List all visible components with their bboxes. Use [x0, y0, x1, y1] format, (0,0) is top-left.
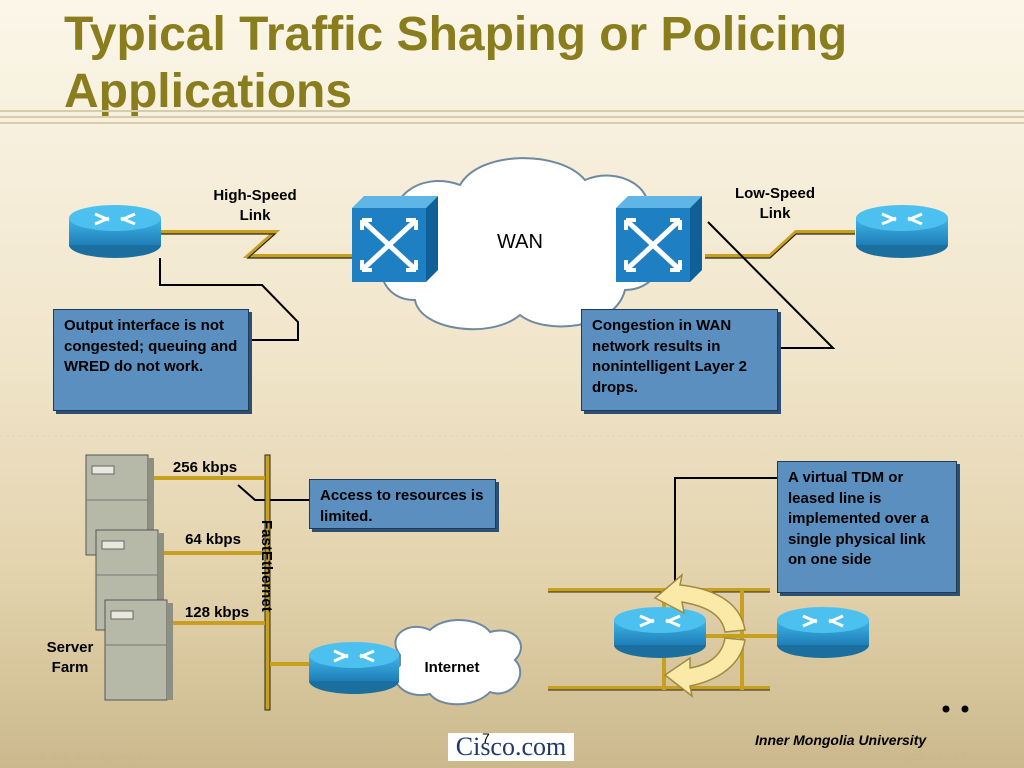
note-virtual-tdm: A virtual TDM or leased line is implemen…	[777, 461, 957, 593]
wan-switch-left[interactable]	[352, 196, 438, 282]
university-name: Inner Mongolia University	[755, 732, 927, 748]
fastethernet-label: FastEthernet	[258, 520, 275, 612]
speed-64-label: 64 kbps	[185, 531, 241, 548]
curved-arrow-up-icon	[653, 573, 746, 633]
low-speed-link-line	[705, 230, 855, 258]
callout-line	[159, 221, 836, 585]
router-right[interactable]	[856, 205, 948, 258]
cisco-logo: Cisco.com	[448, 733, 574, 761]
internet-label: Internet	[424, 659, 480, 676]
fastethernet-bus	[148, 454, 312, 711]
server-3[interactable]	[104, 599, 173, 701]
page-number: 7	[482, 730, 490, 746]
speed-128-label: 128 kbps	[184, 604, 250, 621]
label-line: Low-Speed	[734, 185, 815, 202]
wan-label: WAN	[497, 231, 543, 253]
curved-arrow-down-icon	[663, 637, 746, 698]
copyright-text: © 2001, Cisco Systems, Inc.	[40, 752, 154, 762]
router-internet[interactable]	[309, 642, 399, 694]
label-line: Server	[46, 639, 94, 656]
note-output-interface: Output interface is not congested; queui…	[53, 309, 249, 411]
title-rule	[0, 110, 1024, 112]
speed-256-label: 256 kbps	[172, 459, 238, 476]
title-rule	[0, 116, 1024, 118]
server-farm-label: Server Farm	[30, 638, 110, 678]
low-speed-link-label: Low-Speed Link	[720, 184, 830, 224]
wan-switch-right[interactable]	[616, 196, 702, 282]
router-left[interactable]	[69, 205, 161, 258]
slide-title: Typical Traffic Shaping or Policing Appl…	[64, 8, 848, 118]
label-line: Link	[759, 205, 791, 222]
label-line: Link	[239, 207, 271, 224]
high-speed-link-line	[160, 230, 352, 258]
label-line: Farm	[51, 659, 89, 676]
router-tdm-left[interactable]	[614, 607, 706, 658]
course-code: QOS v1.0—4-7	[904, 752, 966, 762]
title-rule	[0, 122, 1024, 124]
label-line: High-Speed	[213, 187, 297, 204]
note-access-resources: Access to resources is limited.	[309, 479, 496, 529]
internet-cloud	[393, 619, 522, 706]
note-congestion-wan: Congestion in WAN network results in non…	[581, 309, 778, 411]
router-tdm-right[interactable]	[777, 607, 869, 658]
high-speed-link-label: High-Speed Link	[200, 186, 310, 226]
